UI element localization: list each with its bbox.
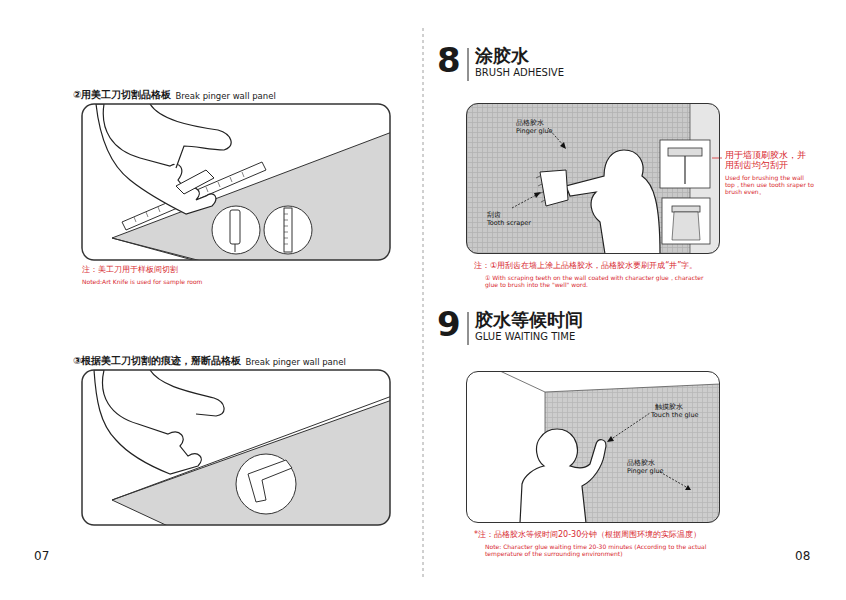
brushing-illustration (466, 103, 720, 254)
callout-note: 用于墙顶刷胶水，并用刮齿均匀刮开 (725, 150, 809, 170)
note-text-en: Note: Character glue waiting time 20-30 … (485, 543, 730, 557)
page-number: 08 (795, 549, 810, 563)
callout-label: 刮齿 (487, 212, 501, 219)
callout-label: 品格胶水 (627, 460, 655, 467)
callout-label: Pinger glue (627, 468, 664, 475)
callout-label: 触摸胶水 (655, 404, 683, 411)
section-title-en: BRUSH ADHESIVE (475, 67, 564, 79)
page-divider (423, 28, 424, 578)
step-heading-en: Break pinger wall panel (245, 357, 345, 367)
section-title-en: GLUE WAITING TIME (475, 331, 575, 343)
section-number: 8 (437, 40, 461, 81)
step-heading: ③根据美工刀切割的痕迹，掰断品格板 (73, 355, 241, 367)
step-heading-en: Break pinger wall panel (175, 91, 275, 101)
step-heading: ②用美工刀切割品格板 (73, 89, 171, 101)
illustration-panel (82, 104, 390, 260)
note-text: *注：品格胶水等候时间20-30分钟（根据周围环境的实际温度） (474, 530, 701, 540)
callout-note-en: Used for brushing the wall top，then use … (725, 174, 817, 196)
section-title: 胶水等候时间 (475, 309, 583, 331)
section-title: 涂胶水 (475, 45, 529, 67)
callout-label: Pinger glue (516, 128, 553, 135)
heading-bar (468, 48, 469, 81)
note-text: 注：美工刀用于样板间切割 (82, 265, 178, 275)
heading-bar (468, 312, 469, 345)
callout-label: 品格胶水 (516, 120, 544, 127)
note-text-en: ① With scraping teeth on the wall coated… (485, 274, 707, 288)
callout-label: Tooth scraper (487, 220, 531, 227)
page-number: 07 (34, 549, 49, 563)
waiting-illustration (466, 371, 720, 523)
leader-line (712, 158, 722, 159)
section-number: 9 (437, 304, 461, 345)
illustration-panel: 触摸胶水Touch the glue 品格胶水Pinger glue (466, 371, 720, 523)
illustration-panel (82, 370, 390, 525)
note-text: 注：①用刮齿在墙上涂上品格胶水，品格胶水要刷开成“井”字。 (474, 261, 697, 271)
breaking-illustration (94, 370, 390, 525)
illustration-panel: 品格胶水Pinger glue 刮齿Tooth scraper (466, 103, 720, 254)
cutting-illustration (96, 104, 390, 260)
note-text-en: Noted:Art Knife is used for sample room (82, 278, 202, 285)
callout-label: Touch the glue (651, 412, 699, 419)
